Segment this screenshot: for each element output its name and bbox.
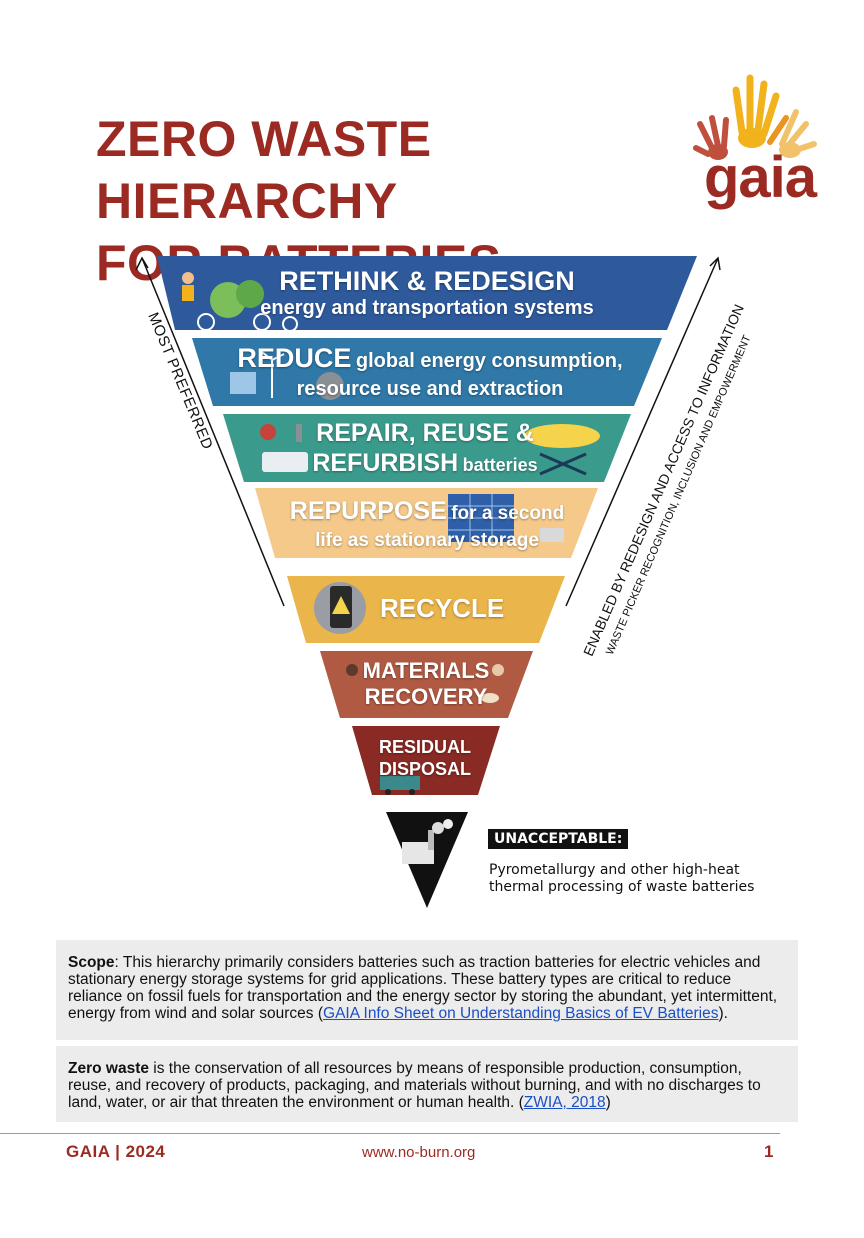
tier-materials-heading2: RECOVERY [364,684,488,709]
scope-text: : This hierarchy primarily considers bat… [68,954,778,1022]
footer-url: www.no-burn.org [362,1144,476,1161]
scope-end: ). [718,1005,728,1022]
page-number: 1 [764,1142,774,1161]
tier-residual-heading: RESIDUAL [378,737,471,757]
rethink-illustration-icon [182,272,298,332]
tier-rethink-sub: energy and transportation systems [260,297,594,319]
tier-materials: MATERIALS RECOVERY [340,658,512,710]
unacceptable-line-2: thermal processing of waste batteries [489,879,755,895]
tier-reduce-sub: global energy consumption, [355,350,623,372]
zero-waste-box: Zero waste is the conservation of all re… [56,1046,798,1122]
gaia-hands-logo-icon [693,74,817,160]
repair-illustration-icon [260,424,600,476]
repurpose-illustration-icon [448,494,564,542]
zero-waste-end: ) [605,1094,611,1111]
enabled-by-arrow [565,256,721,607]
zero-waste-text: is the conservation of all resources by … [68,1060,761,1111]
tier-materials-heading: MATERIALS [362,658,490,683]
materials-illustration-icon [346,664,504,703]
zero-waste-label: Zero waste [68,1060,149,1077]
recycle-illustration-icon [314,582,366,634]
reduce-illustration-icon [230,351,344,400]
scope-label: Scope [68,954,115,971]
scope-box: Scope: This hierarchy primarily consider… [56,940,798,1040]
tier-repair-heading2: REFURBISH [312,449,459,477]
hierarchy-pyramid [135,256,721,908]
zwia-link[interactable]: ZWIA, 2018 [523,1094,606,1111]
tier-repurpose-heading: REPURPOSE [289,497,447,525]
unacceptable-description: Pyrometallurgy and other high-heat therm… [489,862,789,896]
residual-illustration-icon [380,776,420,795]
tier-residual: RESIDUAL DISPOSAL [362,736,488,780]
footer-divider [0,1133,780,1134]
tier-rethink-band [157,256,697,330]
tier-repair-sub: batteries [462,455,538,475]
tier-repurpose-sub: for a second [451,503,565,524]
most-preferred-arrow [135,256,285,607]
tier-recycle: RECYCLE [380,592,504,624]
tier-rethink: RETHINK & REDESIGN energy and transporta… [200,266,654,320]
tier-rethink-heading: RETHINK & REDESIGN [279,266,575,296]
tier-materials-band [320,651,533,718]
ev-batteries-info-link[interactable]: GAIA Info Sheet on Understanding Basics … [323,1005,719,1022]
tier-reduce-sub2: resource use and extraction [296,378,564,400]
footer-left: GAIA | 2024 [66,1142,166,1161]
tier-repurpose-sub2: life as stationary storage [315,530,539,551]
unacceptable-tag: UNACCEPTABLE: [488,829,629,849]
tier-reduce-heading: REDUCE [237,343,352,373]
title-line-1: ZERO WASTE HIERARCHY [96,111,432,229]
incinerator-illustration-icon [402,819,453,864]
tier-reduce: REDUCE global energy consumption, resour… [200,344,660,401]
tier-reduce-band [192,338,662,406]
tier-repair-heading: REPAIR, REUSE & [316,419,534,447]
tier-repair: REPAIR, REUSE & REFURBISH batteries [230,418,620,482]
tier-recycle-heading: RECYCLE [380,593,505,623]
gaia-logo-text: gaia [704,145,817,210]
tier-residual-heading2: DISPOSAL [378,759,471,779]
tier-repurpose: REPURPOSE for a second life as stationar… [262,496,592,552]
unacceptable-line-1: Pyrometallurgy and other high-heat [489,862,740,878]
